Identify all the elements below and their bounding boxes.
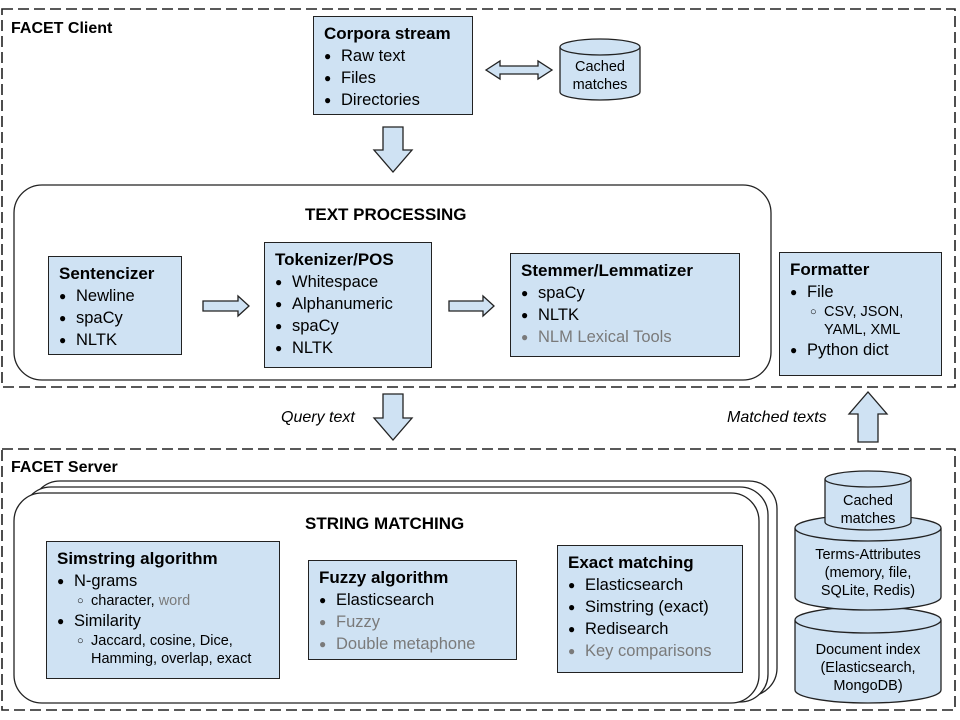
query-text-label: Query text [281,409,355,426]
query-text-arrow [372,393,414,441]
stemmer-item-nltk: NLTK [521,304,731,326]
stemmer-item-spacy: spaCy [521,282,731,304]
matched-texts-label: Matched texts [727,409,827,426]
sentencizer-item-newline: Newline [59,285,173,307]
cache-bidirectional-arrow [484,59,554,81]
client-container [1,8,956,388]
sentencizer-item-nltk: NLTK [59,329,173,351]
formatter-item-python-dict: Python dict [790,339,933,361]
corpora-item-directories: Directories [324,89,464,111]
stemmer-item-nlm-lexical-tools: NLM Lexical Tools [521,326,731,348]
sentencizer-box: Sentencizer Newline spaCy NLTK [48,256,182,355]
exact-matching-box: Exact matching Elasticsearch Simstring (… [557,545,743,673]
server-title: FACET Server [11,459,118,476]
sentencizer-title: Sentencizer [59,264,155,283]
formatter-file-formats: CSV, JSON,YAML, XML [790,303,933,339]
corpora-item-files: Files [324,67,464,89]
fuzzy-item-double-metaphone: Double metaphone [319,633,508,655]
exact-item-elasticsearch: Elasticsearch [568,574,734,596]
stemmer-title: Stemmer/Lemmatizer [521,261,693,280]
tokenizer-to-stemmer-arrow [448,294,495,318]
exact-item-key-comparisons: Key comparisons [568,640,734,662]
server-cached-matches-cylinder [824,470,912,531]
simstring-item-similarity: Similarity [57,610,271,632]
cached-matches-cylinder [559,38,641,101]
matched-texts-arrow [847,391,889,443]
tokenizer-item-alphanumeric: Alphanumeric [275,293,423,315]
tokenizer-item-nltk: NLTK [275,337,423,359]
simstring-box: Simstring algorithm N-grams character, w… [46,541,280,679]
tokenizer-item-spacy: spaCy [275,315,423,337]
corpora-stream-title: Corpora stream [324,24,451,43]
exact-matching-title: Exact matching [568,553,694,572]
simstring-similarity-measures: Jaccard, cosine, Dice,Hamming, overlap, … [57,632,271,668]
simstring-item-ngrams: N-grams [57,570,271,592]
server-container [1,448,956,711]
fuzzy-title: Fuzzy algorithm [319,568,449,587]
text-processing-title: TEXT PROCESSING [305,205,467,224]
fuzzy-item-elasticsearch: Elasticsearch [319,589,508,611]
client-title: FACET Client [11,20,113,37]
fuzzy-item-fuzzy: Fuzzy [319,611,508,633]
string-matching-title: STRING MATCHING [305,514,465,533]
tokenizer-item-whitespace: Whitespace [275,271,423,293]
corpora-item-raw-text: Raw text [324,45,464,67]
sentencizer-item-spacy: spaCy [59,307,173,329]
simstring-ngrams-types: character, word [57,592,271,610]
formatter-title: Formatter [790,260,870,279]
exact-item-redisearch: Redisearch [568,618,734,640]
fuzzy-box: Fuzzy algorithm Elasticsearch Fuzzy Doub… [308,560,517,660]
corpora-to-processing-arrow [372,126,414,173]
corpora-stream-box: Corpora stream Raw text Files Directorie… [313,16,473,115]
sentencizer-to-tokenizer-arrow [202,294,250,318]
document-index-cylinder [794,606,942,704]
stemmer-box: Stemmer/Lemmatizer spaCy NLTK NLM Lexica… [510,253,740,357]
formatter-item-file: File [790,281,933,303]
tokenizer-title: Tokenizer/POS [275,250,394,269]
tokenizer-box: Tokenizer/POS Whitespace Alphanumeric sp… [264,242,432,368]
document-index-label: Document index (Elasticsearch, MongoDB) [815,642,921,694]
exact-item-simstring: Simstring (exact) [568,596,734,618]
server-cached-matches-label: Cached matches [840,493,896,527]
cached-matches-label: Cached matches [572,59,628,93]
terms-attributes-label: Terms-Attributes (memory, file, SQLite, … [815,547,921,599]
simstring-title: Simstring algorithm [57,549,218,568]
formatter-box: Formatter File CSV, JSON,YAML, XML Pytho… [779,252,942,376]
